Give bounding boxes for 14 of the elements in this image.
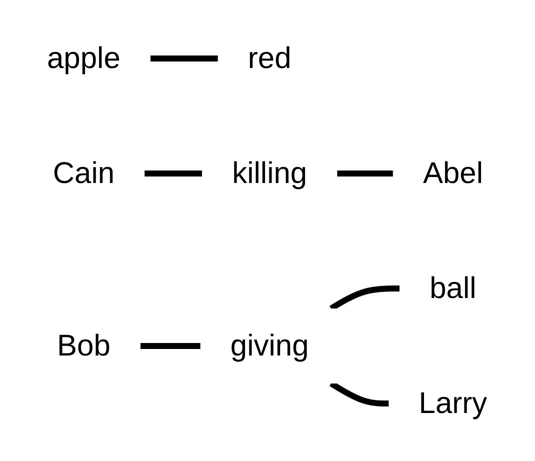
connector [150,55,218,61]
node-text: apple [47,42,121,74]
node-text: Larry [419,386,488,420]
node-text: Cain [53,156,115,190]
connector [330,285,400,311]
connector [338,170,394,176]
connector [144,170,202,176]
node-text: ball [430,272,477,304]
node-text: giving [230,329,310,362]
node-text: Bob [57,329,111,362]
node-text: red [248,42,292,74]
node-text: Abel [423,156,484,190]
connector [140,342,201,348]
node-text: killing [232,156,308,190]
